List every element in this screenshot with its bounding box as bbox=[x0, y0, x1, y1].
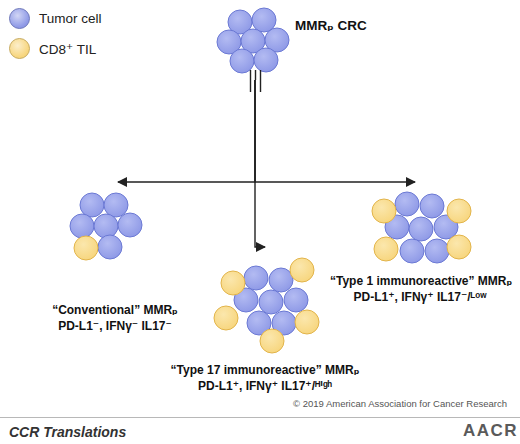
marker-profile: PD-L1⁻, IFNγ⁻ IL17⁻ bbox=[30, 320, 200, 334]
legend-entry: CD8⁺ TIL bbox=[9, 38, 96, 59]
marker-profile: PD-L1⁺, IFNγ⁺ IL17⁺/ᴴⁱᵍʰ bbox=[165, 380, 365, 394]
cell-cluster bbox=[214, 258, 319, 353]
subtype-name: MMRₚ CRC bbox=[295, 18, 365, 34]
branch-arrow bbox=[255, 80, 415, 182]
legend-label: Tumor cell bbox=[39, 11, 102, 26]
copyright-note: © 2019 American Association for Cancer R… bbox=[293, 398, 507, 409]
tumor-cell bbox=[80, 193, 104, 217]
cell-cluster bbox=[70, 193, 142, 260]
subtype-cluster: “Type 1 immunoreactive” MMRₚPD-L1⁺, IFNγ… bbox=[330, 182, 510, 312]
subtype-name: “Type 17 immunoreactive” MMRₚ bbox=[165, 364, 365, 378]
tumor-cell bbox=[104, 193, 128, 217]
til-cell bbox=[214, 306, 238, 330]
stem-line bbox=[250, 70, 251, 92]
subtype-name: “Type 1 immunoreactive” MMRₚ bbox=[330, 275, 510, 289]
til-cell bbox=[374, 237, 398, 261]
tumor-cell bbox=[395, 192, 419, 216]
subtype-name: “Conventional” MMRₚ bbox=[30, 304, 200, 318]
til-cell bbox=[74, 236, 98, 260]
tumor-cell bbox=[400, 239, 424, 263]
til-cell bbox=[447, 235, 471, 259]
footer-rule bbox=[0, 417, 520, 418]
til-cell bbox=[290, 258, 314, 282]
marker-profile: PD-L1⁺, IFNγ⁺ IL17⁻/ᴸᵒʷ bbox=[330, 291, 510, 305]
til-cell bbox=[295, 310, 319, 334]
branch-arrow bbox=[255, 80, 265, 247]
tumor-cell bbox=[420, 194, 444, 218]
til-cell bbox=[260, 329, 284, 353]
publisher-logo: AACR bbox=[463, 421, 518, 441]
stem-lines bbox=[251, 70, 261, 92]
tumor-cell bbox=[70, 214, 94, 238]
source-cluster: MMRₚ CRC bbox=[195, 4, 365, 80]
legend-entry: Tumor cell bbox=[9, 8, 102, 29]
subtype-cluster: “Conventional” MMRₚPD-L1⁻, IFNγ⁻ IL17⁻ bbox=[30, 182, 200, 342]
subtype-cluster: “Type 17 immunoreactive” MMRₚPD-L1⁺, IFN… bbox=[165, 247, 365, 402]
cell-cluster bbox=[217, 8, 289, 73]
tumor-cell bbox=[425, 239, 449, 263]
tumor-cell bbox=[244, 266, 268, 290]
legend-swatch bbox=[9, 38, 30, 59]
tumor-cell bbox=[284, 288, 308, 312]
stem-line bbox=[260, 70, 261, 92]
til-cell bbox=[447, 199, 471, 223]
tumor-cell bbox=[409, 217, 433, 241]
tumor-cell bbox=[259, 290, 283, 314]
tumor-cell bbox=[269, 268, 293, 292]
til-cell bbox=[221, 271, 245, 295]
tumor-cell bbox=[230, 49, 254, 73]
tumor-cell bbox=[118, 213, 142, 237]
cell-cluster bbox=[372, 192, 471, 263]
legend-swatch bbox=[9, 8, 30, 29]
tumor-cell bbox=[98, 235, 122, 259]
tumor-cell bbox=[254, 48, 278, 72]
stem-line bbox=[255, 70, 256, 80]
journal-section: CCR Translations bbox=[9, 424, 126, 440]
tumor-cell bbox=[94, 214, 118, 238]
branch-arrow bbox=[118, 80, 255, 182]
til-cell bbox=[372, 199, 396, 223]
legend-label: CD8⁺ TIL bbox=[39, 41, 96, 57]
